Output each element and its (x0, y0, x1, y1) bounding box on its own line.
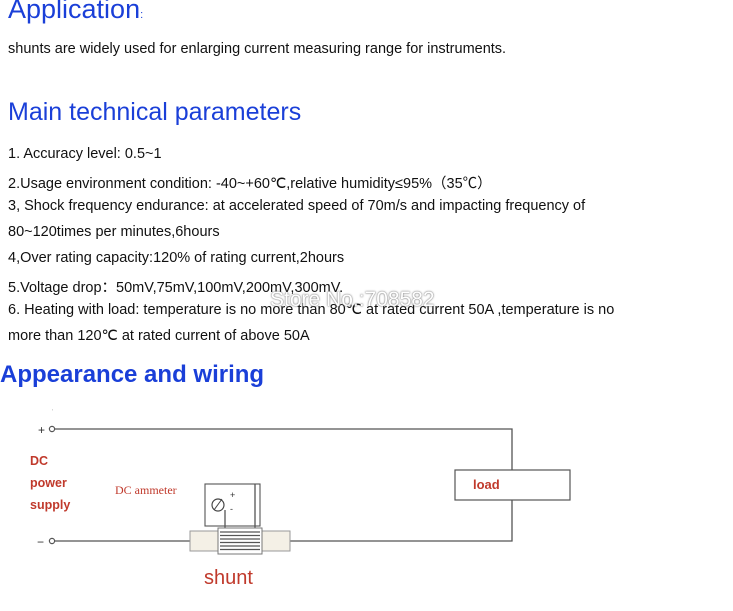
param-line: more than 120℃ at rated current of above… (8, 328, 310, 344)
application-title: Application (8, 0, 141, 24)
param-line: 4,Over rating capacity:120% of rating cu… (8, 250, 345, 266)
param-line: 6. Heating with load: temperature is no … (8, 302, 615, 318)
power-label: power (30, 476, 67, 490)
ammeter-label: DC ammeter (115, 483, 177, 497)
shunt-component (189, 527, 291, 555)
tick-mark: ' (52, 409, 53, 416)
meter-plus-label: + (230, 490, 235, 500)
application-heading: Application: (8, 0, 143, 25)
plus-label: + (38, 423, 45, 437)
param-line: 1. Accuracy level: 0.5~1 (8, 146, 162, 162)
load-label: load (473, 477, 500, 492)
param-line: 80~120times per minutes,6hours (8, 224, 220, 240)
supply-label: supply (30, 498, 70, 512)
ammeter-box (204, 483, 261, 527)
appearance-heading: Appearance and wiring (0, 361, 265, 388)
param-line: 5.Voltage drop：50mV,75mV,100mV,200mV,300… (8, 280, 344, 296)
load-right-wire (290, 500, 513, 542)
param-line: 2.Usage environment condition: -40~+60℃,… (8, 176, 492, 192)
meter-minus-label: - (230, 504, 233, 514)
main-parameters-heading: Main technical parameters (8, 98, 302, 126)
top-wire (55, 428, 513, 470)
dc-label: DC (30, 454, 48, 468)
load-box (454, 469, 571, 501)
shunt-label: shunt (204, 567, 253, 589)
ammeter-dial (211, 498, 225, 512)
application-text: shunts are widely used for enlarging cur… (8, 41, 507, 57)
minus-terminal (48, 537, 56, 545)
ammeter-needle (213, 498, 223, 511)
minus-label: − (37, 535, 44, 549)
plus-terminal (48, 425, 56, 433)
param-line: 3, Shock frequency endurance: at acceler… (8, 198, 586, 214)
application-colon: : (140, 9, 144, 21)
